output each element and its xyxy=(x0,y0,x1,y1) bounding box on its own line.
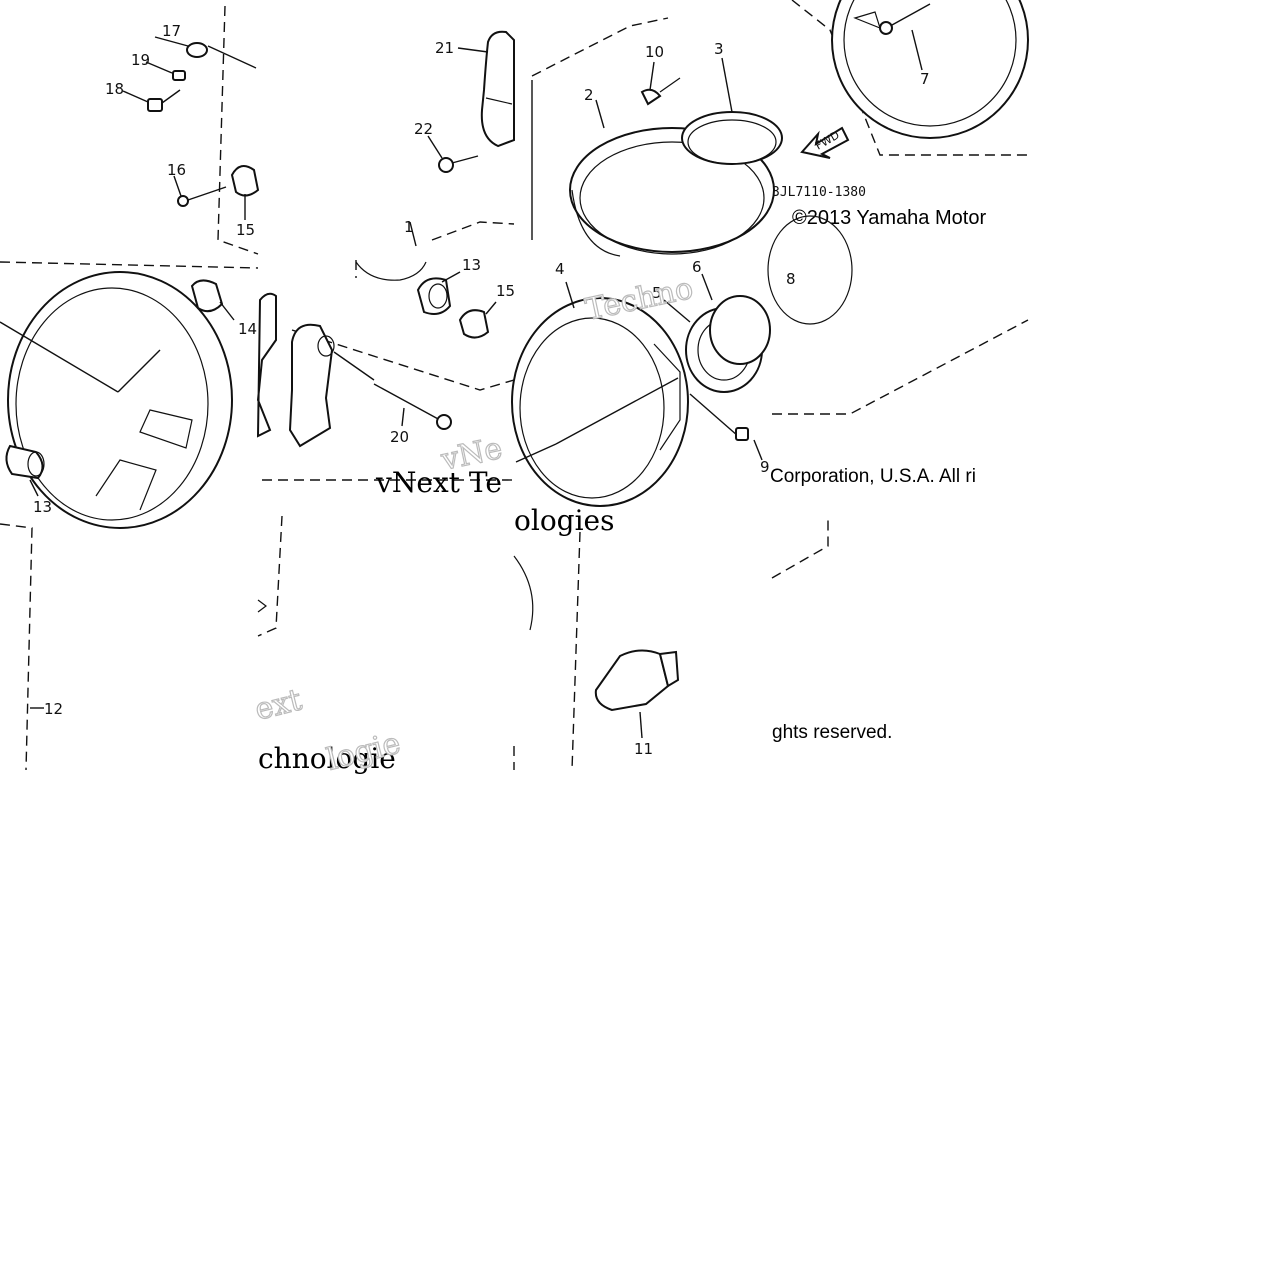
callout-6: 6 xyxy=(692,258,702,276)
callout-5: 5 xyxy=(652,284,662,302)
gasket-6 xyxy=(709,295,771,365)
tile-top-right: 7 2 3 10 FWD 3JL7110-1380 ©2013 Yamaha M… xyxy=(531,0,1029,257)
tile-middle-right: 4 5 6 9 8 Techno vNe Corporation, U.S.A.… xyxy=(437,215,1029,537)
callout-11: 11 xyxy=(634,740,653,758)
clip-10 xyxy=(640,77,681,106)
copyright-line-2: Corporation, U.S.A. All ri xyxy=(770,466,976,487)
bolt-22 xyxy=(438,155,479,173)
callout-13-center: 13 xyxy=(462,256,481,274)
callout-21: 21 xyxy=(435,39,454,57)
callout-17: 17 xyxy=(162,22,181,40)
callout-19: 19 xyxy=(131,51,150,69)
headlight-body-12 xyxy=(7,271,233,529)
watermark-chnologie: chnologie xyxy=(258,742,396,775)
diagram-code: 3JL7110-1380 xyxy=(772,185,866,200)
ring-8 xyxy=(767,215,853,325)
washer-17 xyxy=(186,42,208,58)
callout-7: 7 xyxy=(920,70,930,88)
collar-13-center xyxy=(416,277,452,315)
callout-1: 1 xyxy=(404,218,414,236)
headlight-housing-right xyxy=(831,0,1029,139)
headlight-unit-4 xyxy=(511,297,689,507)
tile-bottom-left: 12 xyxy=(0,523,63,771)
callout-8: 8 xyxy=(786,270,796,288)
callout-13-left: 13 xyxy=(33,498,52,516)
adjust-screw xyxy=(515,443,557,463)
bracket-arm xyxy=(288,323,335,448)
callout-4: 4 xyxy=(555,260,565,278)
callout-15-center: 15 xyxy=(496,282,515,300)
collar-15-left xyxy=(230,165,260,197)
copyright-line-3: ghts reserved. xyxy=(772,722,892,743)
callout-20: 20 xyxy=(390,428,409,446)
tile-top-middle: 21 22 1 xyxy=(404,30,515,247)
nut-9 xyxy=(735,427,749,441)
copyright-line-1: ©2013 Yamaha Motor xyxy=(792,207,986,229)
watermark-ext: ext xyxy=(251,682,305,727)
nut-19 xyxy=(172,70,186,81)
bolt-20 xyxy=(373,383,452,430)
bulb-11 xyxy=(594,649,680,712)
watermark-vnext-text: vNext Te xyxy=(375,466,502,499)
callout-9: 9 xyxy=(760,458,770,476)
callout-12: 12 xyxy=(44,700,63,718)
tile-top-left: 17 19 18 16 15 xyxy=(105,5,260,255)
ring-3 xyxy=(681,111,783,165)
tile-bottom-center: ext chnologie logie xyxy=(251,515,515,778)
tile-middle-center: 20 13 15 vNext Te xyxy=(256,256,515,499)
callout-3: 3 xyxy=(714,40,724,58)
screw-16 xyxy=(177,186,227,207)
callout-16: 16 xyxy=(167,161,186,179)
callout-22: 22 xyxy=(414,120,433,138)
callout-18: 18 xyxy=(105,80,124,98)
bolt-18 xyxy=(147,89,181,112)
fwd-arrow-icon: FWD xyxy=(800,126,850,159)
callout-15-left: 15 xyxy=(236,221,255,239)
tile-bottom-right: 11 ghts reserved. xyxy=(513,516,892,771)
watermark-ologies: ologies xyxy=(514,504,615,537)
callout-2: 2 xyxy=(584,86,594,104)
tile-middle-left: 14 13 xyxy=(0,261,259,529)
callout-10: 10 xyxy=(645,43,664,61)
callout-14: 14 xyxy=(238,320,257,338)
collar-13-left xyxy=(5,444,45,480)
bracket-left xyxy=(256,292,277,438)
collar-15-center xyxy=(458,309,490,339)
screw-7 xyxy=(879,3,931,35)
bracket-21 xyxy=(480,30,515,148)
